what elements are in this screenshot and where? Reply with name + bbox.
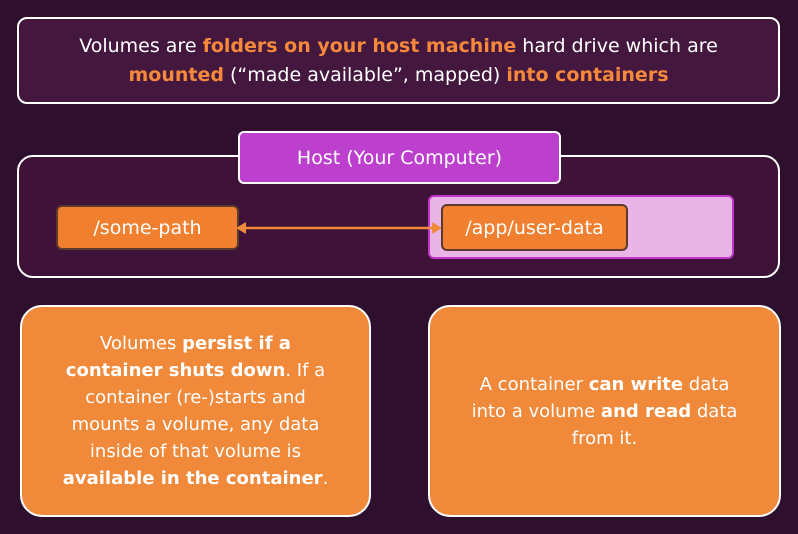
- intro-part: hard drive which are: [516, 34, 718, 57]
- note-bold: available in the container: [62, 468, 323, 489]
- container-path-box: /app/user-data: [441, 204, 628, 251]
- intro-highlight: mounted: [128, 63, 224, 86]
- host-path-box: /some-path: [56, 205, 239, 250]
- note-bold: and read: [600, 400, 692, 422]
- note-part: . If a container (re-)starts and mounts …: [71, 360, 326, 462]
- persistence-note: Volumes persist if a container shuts dow…: [20, 305, 371, 517]
- note-part: A container: [479, 373, 589, 395]
- note-bold: persist if a container shuts down: [65, 333, 291, 381]
- note-part: Volumes: [100, 333, 183, 354]
- intro-part: (“made available”, mapped): [223, 63, 507, 86]
- note-part: .: [322, 468, 329, 489]
- host-title: Host (Your Computer): [238, 131, 561, 184]
- intro-highlight: folders on your host machine: [202, 34, 517, 57]
- bidirectional-arrow-icon: [236, 222, 442, 234]
- note-part: data from it.: [571, 400, 738, 449]
- note-part: data into a volume: [471, 373, 730, 422]
- intro-highlight: into containers: [506, 63, 669, 86]
- note-bold: can write: [588, 373, 684, 395]
- persistence-note-text: Volumes persist if a container shuts dow…: [50, 330, 341, 492]
- read-write-note-text: A container can write data into a volume…: [470, 371, 739, 452]
- intro-text: Volumes are folders on your host machine…: [79, 32, 718, 90]
- intro-banner: Volumes are folders on your host machine…: [17, 17, 780, 104]
- read-write-note: A container can write data into a volume…: [428, 305, 781, 517]
- intro-part: Volumes are: [79, 34, 203, 57]
